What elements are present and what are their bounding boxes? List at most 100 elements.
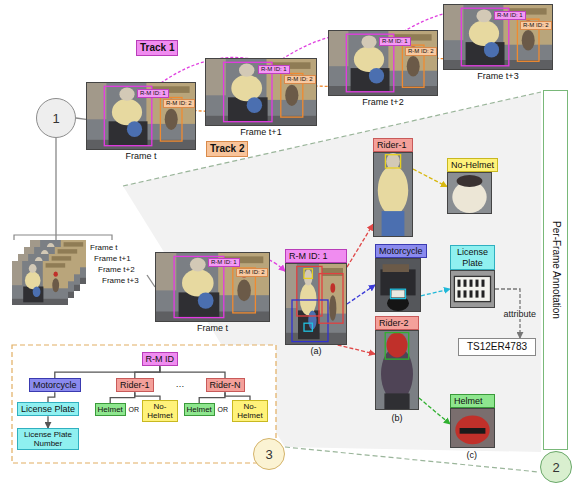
plate-crop: License Plate — [450, 270, 495, 308]
video-frame: Frame tR-M ID: 1R-M ID: 2 — [86, 82, 196, 150]
or-label: OR — [129, 406, 140, 414]
stack-caption: Frame t+3 — [102, 276, 139, 285]
box-label: No-Helmet — [145, 402, 175, 420]
stack-caption: Frame t+1 — [94, 254, 131, 263]
band-title: Per-Frame Annotation — [550, 221, 561, 319]
box-label: R-M ID: 2 — [523, 22, 549, 29]
photo-shape — [64, 242, 84, 246]
frame-caption: Rider-2 — [375, 316, 419, 330]
box-label: R-M ID: 1 — [382, 38, 408, 45]
id-tag: R-M ID: 2 — [236, 268, 268, 277]
photo-shape — [354, 46, 384, 72]
id-tag: R-M ID: 1 — [137, 89, 169, 98]
photo-shape — [119, 88, 134, 101]
photo-shape — [286, 264, 346, 344]
photo-shape — [458, 290, 461, 297]
rider-crop: Rider-2 — [375, 330, 419, 410]
photo-shape — [522, 30, 535, 50]
photo-illustration — [376, 259, 420, 311]
tree-node: No-Helmet — [142, 400, 178, 422]
per-frame-band: Per-Frame Annotation — [543, 90, 568, 450]
box-label: License Plate — [21, 404, 75, 414]
zoom-line — [285, 447, 539, 472]
photo-illustration — [448, 173, 491, 213]
stack-bracket — [14, 235, 112, 240]
photo-shape — [300, 283, 317, 315]
box-label: R-M ID: 1 — [497, 12, 523, 19]
connector — [160, 366, 225, 378]
ellipsis-mark: … — [176, 380, 185, 390]
photo-shape — [482, 280, 485, 287]
photo-shape — [329, 31, 348, 66]
connector — [347, 224, 373, 267]
photo-shape — [87, 83, 195, 149]
tree-node: Rider-N — [206, 378, 245, 392]
photo-shape — [206, 59, 316, 125]
circle-number: 1 — [52, 111, 59, 126]
track-label: Track 1 — [136, 40, 178, 56]
photo-shape — [407, 56, 420, 76]
photo-shape — [391, 289, 406, 298]
photo-shape — [182, 269, 214, 296]
connector — [199, 392, 225, 403]
box-label: License Plate Number — [20, 430, 76, 448]
photo-shape — [444, 5, 463, 40]
id-tag: R-M ID: 1 — [208, 258, 240, 267]
photo-shape — [469, 20, 499, 46]
frame-caption: Frame t+3 — [477, 71, 518, 81]
connector — [55, 138, 56, 240]
photo-shape — [376, 331, 418, 409]
photo-shape — [369, 68, 384, 83]
photo-illustration — [451, 409, 494, 447]
frame-caption: Frame t — [197, 323, 228, 333]
motorcycle-crop: Motorcycle — [375, 258, 421, 312]
connector — [419, 398, 450, 424]
photo-shape — [451, 271, 494, 307]
photo-shape — [112, 99, 142, 125]
photo-shape — [156, 253, 176, 290]
connector — [110, 392, 135, 403]
photo-shape — [198, 292, 214, 308]
photo-shape — [454, 276, 490, 301]
photo-shape — [165, 109, 178, 130]
connector — [421, 289, 450, 296]
id-tag: R-M ID: 1 — [494, 11, 526, 20]
photo-shape — [54, 272, 58, 277]
photo-shape — [304, 323, 312, 331]
head-crop: No-Helmet — [447, 172, 492, 214]
box-label: No-Helmet — [235, 402, 265, 420]
photo-shape — [190, 258, 206, 272]
photo-shape — [384, 393, 409, 409]
photo-shape — [451, 409, 494, 447]
photo-shape — [52, 278, 59, 292]
photo-shape — [127, 121, 142, 137]
photo-shape — [385, 155, 400, 168]
photo-shape — [476, 290, 479, 297]
step-circle: 3 — [253, 438, 285, 470]
connector — [55, 366, 160, 378]
tree-node: Rider-1 — [116, 378, 154, 392]
photo-shape — [444, 5, 552, 69]
stack-caption: Frame t+2 — [98, 265, 135, 274]
stack-caption: Frame t — [90, 243, 118, 252]
box-label: R-M ID: 1 — [261, 66, 287, 73]
photo-shape — [470, 280, 473, 287]
box-label: Helmet — [187, 405, 212, 414]
box-label: Motorcycle — [33, 380, 77, 390]
frame-caption: License Plate — [450, 245, 495, 270]
photo-shape — [476, 10, 491, 23]
box-label: R-M ID: 1 — [140, 90, 166, 97]
box-label: R-M ID: 2 — [408, 48, 434, 55]
id-tag: R-M ID: 2 — [163, 99, 195, 108]
edge-label: attribute — [502, 309, 539, 319]
photo-shape — [319, 274, 343, 324]
photo-shape — [376, 259, 420, 311]
photo-illustration — [376, 331, 418, 409]
frame-caption: Frame t — [125, 151, 156, 161]
photo-illustration — [451, 271, 494, 307]
photo-illustration — [286, 264, 346, 344]
photo-shape — [391, 290, 404, 297]
photo-shape — [231, 75, 262, 101]
box-label: Track 2 — [210, 143, 244, 155]
photo-shape — [484, 42, 499, 57]
